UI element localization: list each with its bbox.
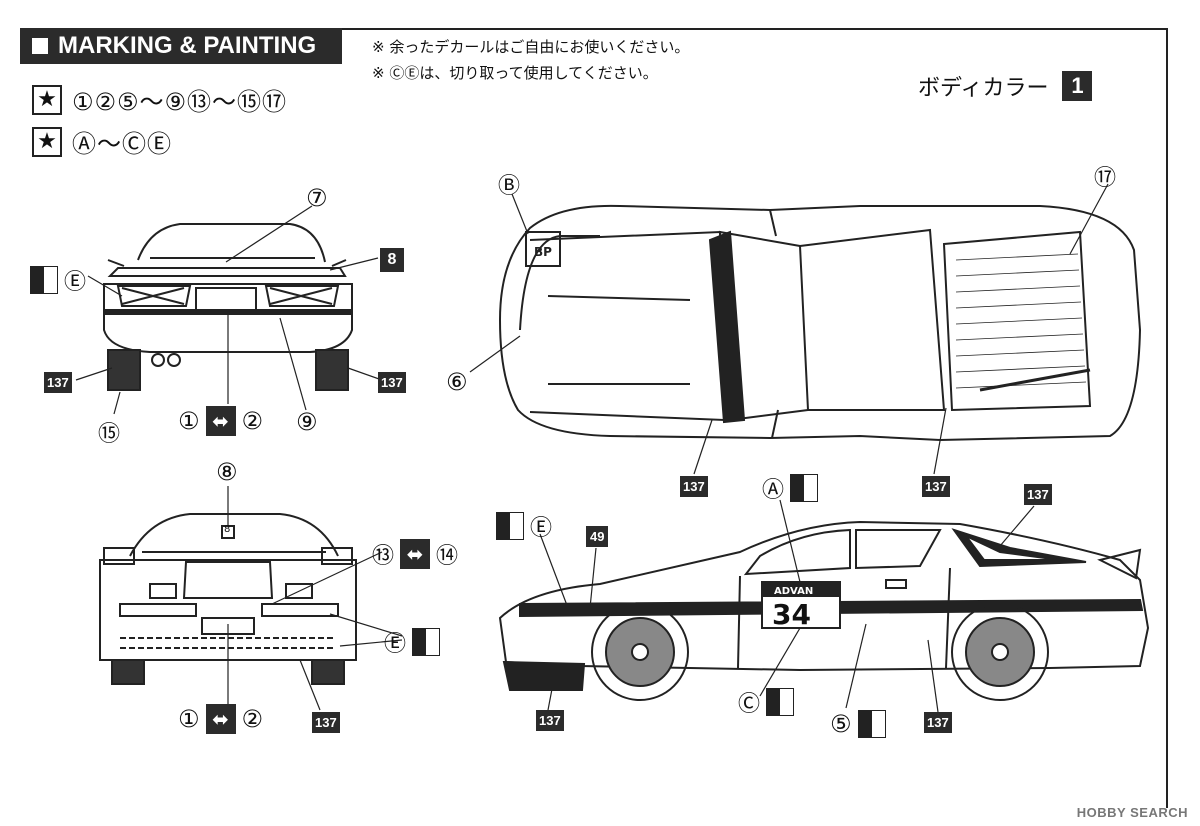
callout-1-front: ① [178,705,200,733]
callout-1: ① [178,407,200,435]
callout-b: Ⓑ [498,174,521,199]
callout-137-side-top: 137 [1024,484,1052,505]
note-leftover-decals: ※ 余ったデカールはご自由にお使いください。 [372,38,690,56]
frame-right-line [1166,28,1168,808]
front-e-marker: Ⓔ [384,626,441,658]
callout-a: Ⓐ [762,478,785,503]
callout-2-front: ② [241,705,264,733]
rear-e-marker: Ⓔ [30,264,86,296]
section-header: MARKING & PAINTING [20,28,342,64]
side-e-marker: Ⓔ [496,510,552,542]
legend-row-1: ★ ①②⑤〜⑨⑬〜⑮⑰ [32,82,287,117]
section-title: MARKING & PAINTING [58,32,317,59]
callout-c: Ⓒ [738,692,761,717]
door-brand-text: ADVAN [774,586,813,597]
hood-badge-text: BP [534,245,552,259]
callout-17: ⑰ [1094,166,1117,191]
rear-arrow-row: ① ⬌ ② [178,406,263,436]
callout-137-side-right: 137 [924,712,952,733]
callout-e-side: Ⓔ [530,516,553,541]
front-arrow-row-bottom: ① ⬌ ② [178,704,263,734]
swap-arrow-icon: ⬌ [400,539,431,569]
legend-decals-2: Ⓐ〜ⒸⒺ [72,130,172,158]
dot-pattern-icon [30,266,58,294]
legend-decals-1: ①②⑤〜⑨⑬〜⑮⑰ [72,88,288,116]
dot-pattern-icon [496,512,524,540]
callout-5: ⑤ [830,710,852,738]
callout-14: ⑭ [436,544,459,569]
callout-6: ⑥ [446,368,468,396]
dot-pattern-icon [766,688,795,716]
callout-13: ⑬ [372,544,395,569]
side-a-marker: Ⓐ [762,472,819,504]
callout-e-front: Ⓔ [384,632,407,657]
front-plate-mark: 8 [224,524,231,535]
star-icon: ★ [32,126,62,157]
callout-15: ⑮ [98,422,121,447]
callout-9: ⑨ [296,408,318,436]
header-square-icon [32,38,48,54]
body-color-label: ボディカラー 1 [918,70,1093,102]
callout-2: ② [241,407,264,435]
callout-137-rear-left: 137 [44,372,72,393]
swap-arrow-icon: ⬌ [205,406,236,436]
callout-137-top-left: 137 [680,476,708,497]
callout-137-front: 137 [312,712,340,733]
star-icon: ★ [32,84,62,115]
callout-8-box: 8 [380,248,404,272]
swap-arrow-icon: ⬌ [205,704,236,734]
callout-137-rear-right: 137 [378,372,406,393]
side-c-marker: Ⓒ [738,686,795,718]
legend-row-2: ★ Ⓐ〜ⒸⒺ [32,124,172,159]
callout-49: 49 [586,526,609,547]
callout-8-text: 8 [387,251,397,268]
dot-pattern-icon [790,474,819,502]
frame-top-line [342,28,1168,30]
door-number-text: 34 [772,598,811,631]
body-color-number: 1 [1062,71,1093,101]
dot-pattern-icon [412,628,441,656]
side-5-marker: ⑤ [830,710,886,738]
dot-pattern-icon [857,710,886,738]
callout-e: Ⓔ [64,270,87,295]
callout-7: ⑦ [306,184,328,212]
callout-137-top-right: 137 [922,476,950,497]
front-callout-8: ⑧ [216,458,238,486]
note-cut-decals: ※ ⒸⒺは、切り取って使用してください。 [372,64,658,82]
watermark: HOBBY SEARCH [1076,805,1188,820]
front-arrow-row-top: ⑬ ⬌ ⑭ [372,538,458,570]
callout-137-side-left: 137 [536,710,564,731]
body-color-text: ボディカラー [918,76,1049,101]
